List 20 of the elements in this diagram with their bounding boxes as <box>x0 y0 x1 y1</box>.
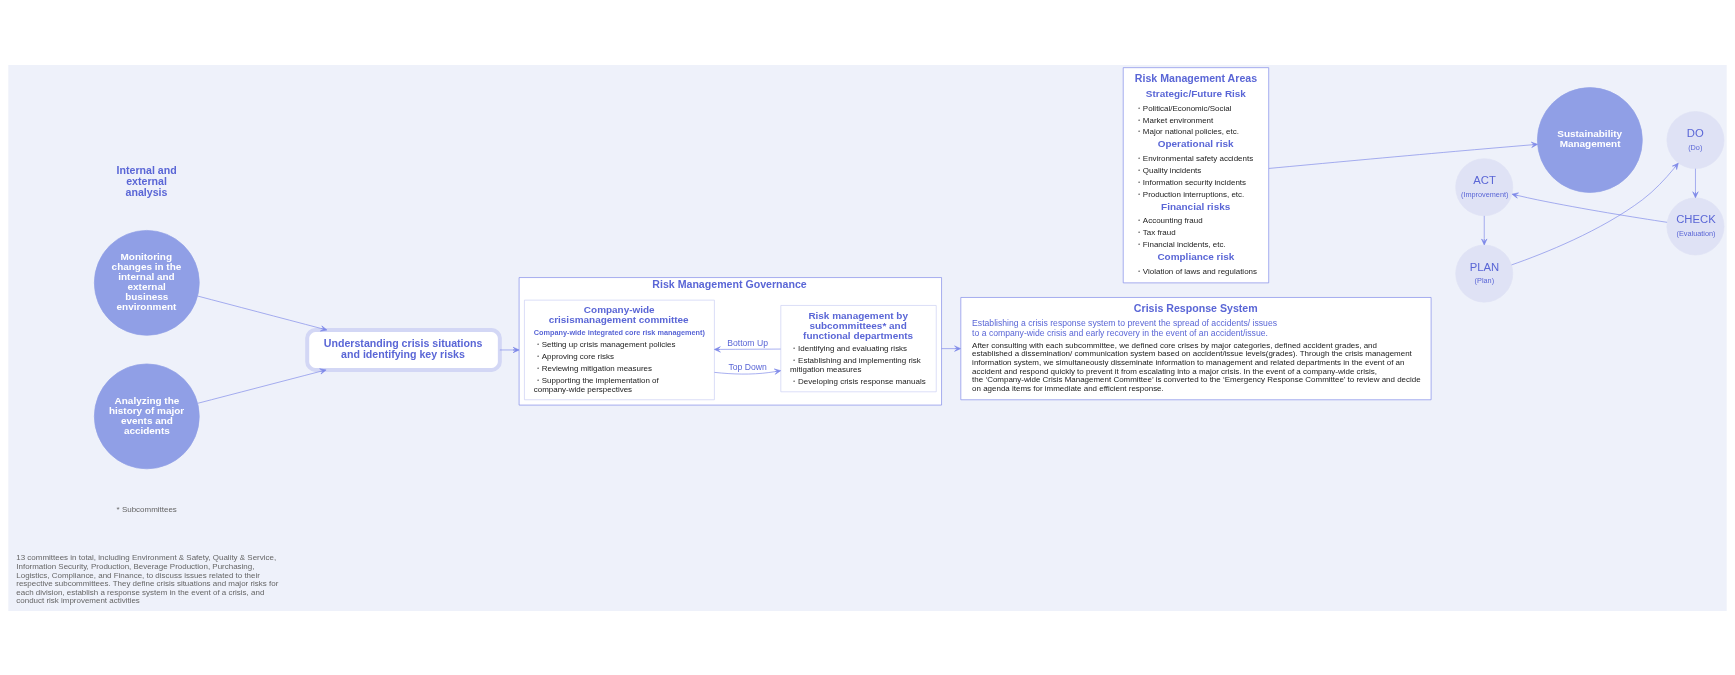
arrow <box>714 368 781 375</box>
arrow <box>1511 192 1668 223</box>
node-circle: PLAN (Plan) <box>1455 244 1514 302</box>
edge-label: Bottom Up <box>727 337 768 348</box>
arrow <box>499 346 520 353</box>
arrow <box>197 368 327 404</box>
arrow <box>1481 215 1488 245</box>
node-circle: CHECK (Evaluation) <box>1666 197 1725 255</box>
arrow <box>1692 167 1699 198</box>
arrow <box>941 345 961 352</box>
arrow <box>1511 162 1679 265</box>
label: Internal and external analysis <box>116 163 177 198</box>
arrow <box>714 345 781 352</box>
arrow <box>1268 141 1538 169</box>
node-circle: Monitoring changes in the internal and external business environment <box>94 229 200 336</box>
arrow <box>197 295 328 331</box>
node-circle: Analyzing the history of major events and accidents <box>94 363 200 469</box>
edge-label: Top Down <box>728 361 767 372</box>
node-circle: ACT (Improvement) <box>1455 157 1514 216</box>
node-circle: Sustainability Management <box>1537 86 1643 193</box>
